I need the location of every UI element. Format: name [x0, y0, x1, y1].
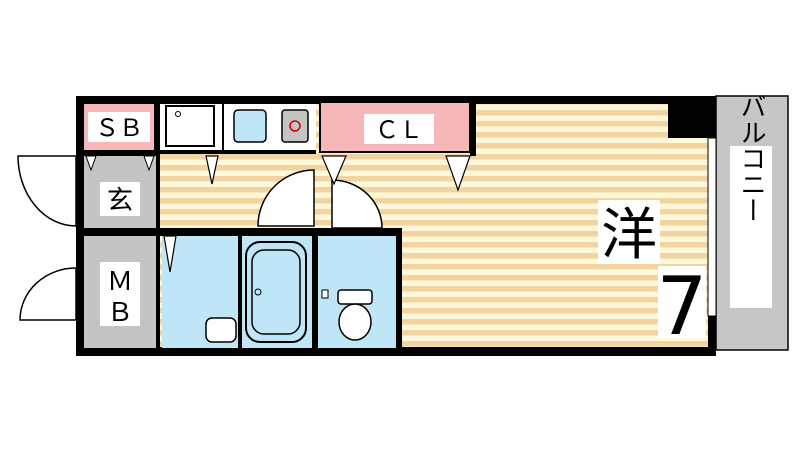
kitchen-divider — [222, 104, 224, 152]
cl-label: ＣＬ — [375, 116, 423, 144]
mb-door-icon — [19, 267, 77, 321]
toilet-bowl-icon — [338, 303, 372, 341]
kitchen-door-icon — [205, 155, 219, 185]
cl-label-bg — [364, 114, 434, 144]
bath-partition — [238, 236, 242, 348]
paper-holder-icon — [321, 289, 329, 299]
sb-door-left-icon — [85, 155, 97, 172]
western-label-bg — [598, 200, 660, 264]
stove-icon — [281, 109, 309, 143]
fridge-icon — [175, 111, 181, 117]
washroom-door-icon — [163, 235, 177, 273]
balcony-label-bg — [730, 146, 772, 308]
mb-label-bg — [100, 262, 140, 326]
toilet-tank-icon — [337, 289, 373, 305]
bathtub-inner — [251, 249, 301, 335]
sb-door-right-icon — [143, 155, 155, 172]
balcony-window — [707, 137, 717, 317]
bath-door-icon — [257, 169, 315, 227]
closet-door-right-icon — [445, 155, 471, 192]
washbasin-icon — [205, 317, 237, 343]
bathtub-icon — [245, 241, 307, 343]
toilet-right-wall — [396, 228, 402, 348]
mb-label-b: Ｂ — [107, 298, 133, 328]
sb-label: ＳＢ — [95, 114, 143, 142]
bath-top-wall — [160, 228, 400, 236]
corner-pillar — [668, 104, 708, 138]
kitchen-wall — [160, 150, 316, 154]
western-room-label: 洋 — [601, 203, 657, 268]
burner-icon — [289, 120, 301, 132]
drain-icon — [254, 288, 262, 296]
mb-label-m: Ｍ — [107, 267, 133, 297]
western-room-size: 7 — [657, 260, 708, 353]
genkan-label-bg — [100, 182, 140, 216]
size-label-bg — [658, 266, 706, 338]
genkan-label: 玄 — [107, 186, 133, 216]
fridge-space — [165, 105, 215, 147]
balcony-label: バルコニー — [736, 93, 766, 223]
sink-icon — [233, 109, 267, 143]
toilet-left-wall — [312, 236, 318, 348]
closet-side-wall — [470, 104, 476, 156]
sb-label-bg — [88, 112, 150, 142]
closet-door-left-icon — [321, 155, 347, 186]
toilet-door-icon — [331, 179, 383, 229]
entrance-door-icon — [17, 155, 77, 227]
